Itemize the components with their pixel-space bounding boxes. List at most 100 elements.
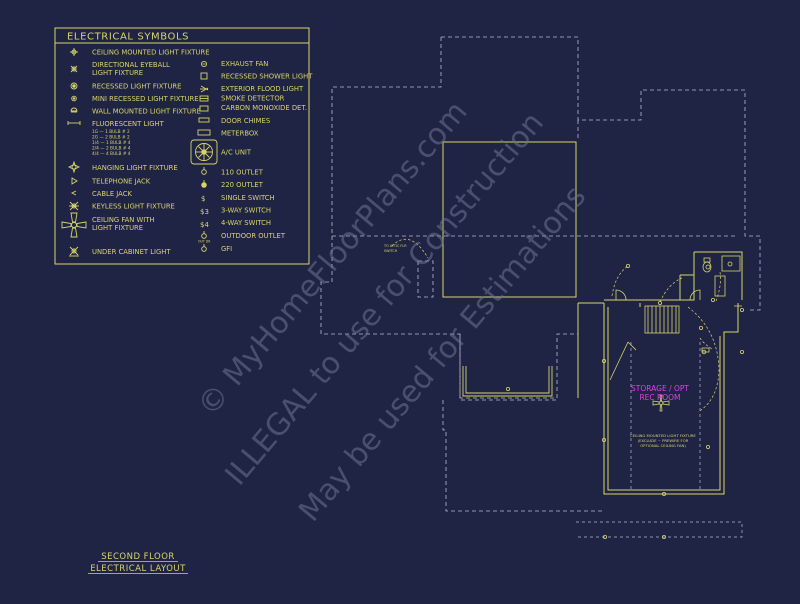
outlet-110-icon <box>740 349 745 354</box>
recessed-shower-light-icon <box>200 72 208 80</box>
interior-dashed <box>576 342 743 538</box>
drawing-title-line1: SECOND FLOOR <box>101 552 175 562</box>
smoke-detector-icon <box>701 347 710 353</box>
attic-switch-note: TO ATTIC FLR SWITCH <box>383 244 407 253</box>
legend-label: RECESSED SHOWER LIGHT <box>221 73 313 81</box>
legend-label: CEILING FAN WITH <box>92 216 155 224</box>
legend-label: 110 OUTLET <box>221 169 264 177</box>
wall-light-icon <box>70 107 78 113</box>
legend-label: DOOR CHIMES <box>221 117 270 125</box>
outlet-110-icon <box>603 535 608 540</box>
legend-label: FLUORESCENT LIGHT <box>92 120 165 128</box>
fluorescent-light-icon <box>67 121 81 125</box>
outlet-110-icon <box>658 300 663 305</box>
room-name: STORAGE / OPT <box>631 384 689 393</box>
legend-right-labels: EXHAUST FAN RECESSED SHOWER LIGHT EXTERI… <box>221 60 313 253</box>
legend-label: 4-WAY SWITCH <box>221 219 271 227</box>
single-switch-icon: $ <box>201 195 205 203</box>
outlet-110-icon <box>662 535 667 540</box>
outlet-110-icon <box>706 444 711 449</box>
fluorescent-sub-item: 1/4 — 1 BULB # 4 <box>92 140 131 146</box>
hanging-light-icon <box>67 160 81 174</box>
legend-label: LIGHT FIXTURE <box>92 224 143 232</box>
vanity <box>714 275 726 297</box>
outdoor-tag: OUT DR <box>198 240 211 244</box>
legend-label: DIRECTIONAL EYEBALL <box>92 61 170 69</box>
door-swing <box>615 289 627 301</box>
door-swing <box>689 289 701 301</box>
legend-label: UNDER CABINET LIGHT <box>92 248 171 256</box>
shower <box>721 255 741 272</box>
legend-label: METERBOX <box>221 130 259 138</box>
outlet-110-icon <box>602 437 607 442</box>
legend-label: CARBON MONOXIDE DET. <box>221 104 307 112</box>
legend-title: ELECTRICAL SYMBOLS <box>67 32 189 43</box>
legend-right-icons <box>190 60 218 252</box>
room-subname: REC ROOM <box>639 393 680 402</box>
ceiling-light-icon <box>70 48 78 56</box>
outlet-220-icon <box>201 180 207 188</box>
roof-outline-west <box>320 37 578 401</box>
rec-room-inner-wall <box>607 307 721 491</box>
wire <box>699 337 713 350</box>
fluorescent-sub-item: 1G — 1 BULB # 2 <box>92 129 130 135</box>
outlet-110-icon <box>662 491 667 496</box>
legend-left-labels: CEILING MOUNTED LIGHT FIXTURE DIRECTIONA… <box>91 49 210 257</box>
legend-label: EXHAUST FAN <box>221 60 268 68</box>
exhaust-fan-icon <box>705 264 711 270</box>
legend-label: GFI <box>221 245 232 253</box>
outlet-110-icon <box>740 307 745 312</box>
wire <box>715 271 721 302</box>
legend-label: MINI RECESSED LIGHT FIXTURE <box>92 95 199 103</box>
recessed-shower-light-icon <box>727 261 733 267</box>
bath-wall <box>694 251 743 300</box>
attic-switch-wire <box>391 238 429 259</box>
room-label: STORAGE / OPT REC ROOM <box>631 384 689 402</box>
outlet-110-icon <box>505 386 510 391</box>
four-way-switch-icon: $4 <box>200 221 209 229</box>
legend-left-icons <box>61 48 87 257</box>
outlet-110-icon <box>602 358 607 363</box>
outdoor-outlet-icon <box>201 231 207 239</box>
rec-room-outer-wall <box>603 303 739 495</box>
three-way-switch-icon: $3 <box>200 208 209 216</box>
knee-wall-door <box>609 341 637 381</box>
legend-label: EXTERIOR FLOOD LIGHT <box>221 85 304 93</box>
recessed-light-icon <box>70 82 78 90</box>
note-line: CEILING MOUNTED LIGHT FIXTURE <box>630 433 696 438</box>
gfi-outlet-icon <box>201 244 207 252</box>
lower-outline-south <box>442 400 604 512</box>
wire <box>687 306 720 413</box>
legend-label: A/C UNIT <box>221 149 252 157</box>
fluorescent-sub-item: 2G — 2 BULB # 2 <box>92 135 130 141</box>
keyless-light-icon <box>69 201 79 211</box>
flood-light-icon <box>200 85 209 93</box>
legend-label: SMOKE DETECTOR <box>221 95 285 103</box>
wiring <box>391 238 721 413</box>
legend-label: RECESSED LIGHT FIXTURE <box>92 83 181 91</box>
porch-outline <box>459 334 555 399</box>
drawing-title-line2: ELECTRICAL LAYOUT <box>90 564 186 574</box>
floor-plan: STORAGE / OPT REC ROOM CEILING MOUNTED L… <box>320 36 761 540</box>
legend-label: 220 OUTLET <box>221 181 264 189</box>
bath-fixtures <box>702 255 741 297</box>
bath-wall-west <box>604 252 695 301</box>
legend-label: WALL MOUNTED LIGHT FIXTURE <box>92 108 201 116</box>
fluorescent-sub-item: 2/4 — 2 BULB # 4 <box>92 146 131 152</box>
eyeball-light-icon <box>70 65 78 73</box>
door-swing <box>734 305 742 325</box>
legend-label: KEYLESS LIGHT FIXTURE <box>92 203 175 211</box>
legend-label: HANGING LIGHT FIXTURE <box>92 164 178 172</box>
legend-switch-glyphs: $ $3 $4 OUT DR <box>198 195 211 244</box>
room-walls <box>577 251 743 495</box>
ceiling-fan-icon <box>61 212 87 238</box>
roof-outline <box>320 36 761 512</box>
cable-jack-icon <box>70 190 77 196</box>
legend-label: LIGHT FIXTURE <box>92 69 143 77</box>
wire <box>611 265 629 297</box>
note-line: OPTIONAL CEILING FAN) <box>640 443 686 448</box>
note-line: TO ATTIC FLR <box>383 244 407 248</box>
mini-recessed-light-icon <box>71 95 77 102</box>
